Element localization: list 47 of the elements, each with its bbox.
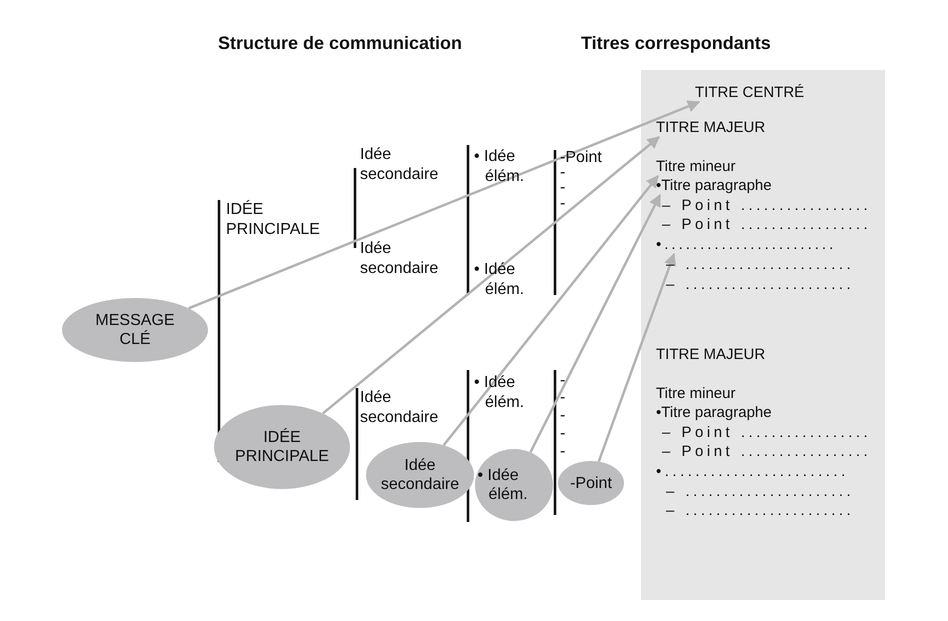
hierarchy-text: -Point [560,148,602,168]
hierarchy-text: IDÉE PRINCIPALE [226,200,321,240]
hierarchy-text: Idée secondaire [360,239,440,279]
arrow [188,100,700,310]
heading-text: TITRE CENTRÉ [695,83,804,102]
arrow [322,136,660,414]
outline-line: – ...................... [666,501,854,520]
hierarchy-text: • Idée élém. [474,147,526,187]
heading-text: •Titre paragraphe [656,176,772,195]
outline-line: Titre mineur [656,384,736,403]
heading-text: TITRE MAJEUR [656,118,766,137]
heading-text: •........................ [656,235,836,254]
outline-line: TITRE MAJEUR [656,345,766,364]
hierarchy-text: - [560,426,566,442]
node-label: IDÉE PRINCIPALE [234,428,330,466]
hierarchy-text: • Idée élém. [474,260,526,300]
hierarchy-text: - [560,165,566,181]
outline-line: •Titre paragraphe [656,403,772,422]
hierarchy-text: - [560,390,566,406]
heading-text: Titre mineur [656,157,736,176]
column-heading: Titres correspondants [581,33,771,54]
ellipse-node [558,461,624,505]
arrow [598,252,676,462]
hierarchy-text: Idée secondaire [360,388,440,428]
hierarchy-text: - [560,180,566,196]
node-label: • Idée élém. [478,466,529,504]
outline-line: – Point ................. [662,196,872,215]
hierarchy-text: - [560,373,566,389]
hierarchy-text: • Idée élém. [474,373,526,413]
outline-line: – Point ................. [662,215,872,234]
outline-line: – ...................... [666,275,854,294]
outline-line: – ...................... [666,255,854,274]
node-label: -Point [570,474,612,492]
hierarchy-text: - [560,196,566,212]
hierarchy-text: - [560,408,566,424]
node-label: MESSAGE CLÉ [94,311,176,349]
arrow [442,175,659,446]
hierarchy-text: - [560,444,566,460]
outline-line: – Point ................. [662,442,872,461]
outline-line: •........................ [656,462,849,481]
outline-line: – Point ................. [662,423,872,442]
column-heading: Structure de communication [218,33,462,54]
arrow [529,194,662,453]
hierarchy-text: Idée secondaire [360,145,440,185]
node-label: Idée secondaire [380,456,460,494]
outline-line: – ...................... [666,482,854,501]
title-panel [641,70,885,600]
